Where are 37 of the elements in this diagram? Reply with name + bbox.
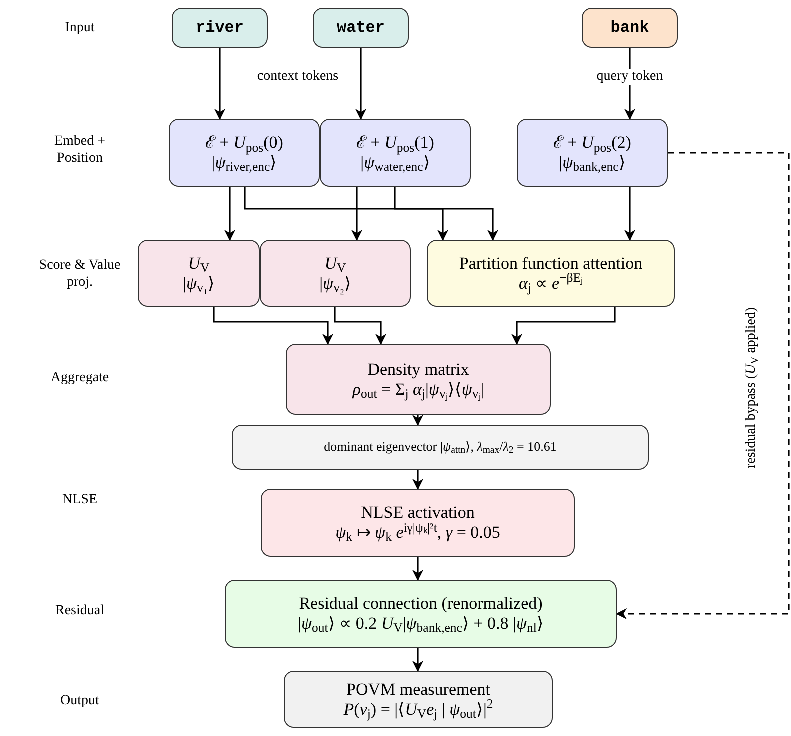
process-box: ℰ + U$_{pos}$(2) |ψ$_{bank,enc}$⟩ [517, 119, 668, 187]
process-box: Density matrix ρ$_{out}$ = Σ$_{j}$ α$_{j}$|ψ$_{vⱼ}$⟩⟨ψ$_{vⱼ}$| [286, 344, 551, 415]
process-box: Residual connection (renormalized) |ψ$_{out}$⟩ ∝ 0.2 U$_{V}$|ψ$_{bank,enc}$⟩ + 0.8 |ψ$_{nl}$⟩ [225, 580, 617, 648]
row-label: Output [60, 692, 100, 710]
process-box: POVM measurement P(v$_{j}$) = |⟨U$_{V}$e$_{j}$ | ψ$_{out}$⟩|$^{2}$ [284, 671, 553, 728]
process-box: ℰ + U$_{pos}$(1) |ψ$_{water,enc}$⟩ [320, 119, 471, 187]
edge-label: query token [594, 69, 666, 85]
arrow [624, 187, 636, 242]
arrow [214, 48, 226, 120]
row-label: Aggregate [50, 370, 110, 386]
arrow [351, 187, 363, 242]
arrow [213, 307, 334, 346]
arrow [394, 187, 499, 242]
dashed-arrow [616, 152, 790, 620]
process-box: U$_{V}$ |ψ$_{v₁}$⟩ [138, 240, 260, 307]
row-label: Input [64, 20, 96, 36]
row-label: Score & Value proj. [38, 257, 122, 291]
process-box: NLSE activation ψ$_{k}$ ↦ ψ$_{k}$ e$^{iγ|ψₖ|²t}$, γ = 0.05 [261, 489, 575, 557]
row-label: Embed + Position [53, 133, 107, 167]
process-box: Partition function attention α$_{j}$ ∝ e$^{−βEⱼ}$ [427, 240, 675, 307]
arrow [412, 470, 424, 490]
token-box: bank [582, 8, 678, 48]
arrow [511, 307, 616, 346]
process-box: U$_{V}$ |ψ$_{v₂}$⟩ [260, 240, 411, 307]
arrow [224, 187, 236, 242]
arrow [412, 414, 424, 426]
process-box: dominant eigenvector |ψ$_{attn}$⟩, λ$_{max}$/λ$_{2}$ = 10.61 [232, 425, 649, 470]
token-box: river [172, 8, 268, 48]
row-label: Residual [54, 602, 106, 620]
row-label: NLSE [62, 492, 98, 508]
arrow [412, 557, 424, 582]
arrow [244, 187, 449, 242]
arrow [334, 307, 387, 346]
arrow [355, 48, 367, 120]
token-box: water [313, 8, 409, 48]
arrow [412, 648, 424, 672]
process-box: ℰ + U$_{pos}$(0) |ψ$_{river,enc}$⟩ [169, 119, 320, 187]
